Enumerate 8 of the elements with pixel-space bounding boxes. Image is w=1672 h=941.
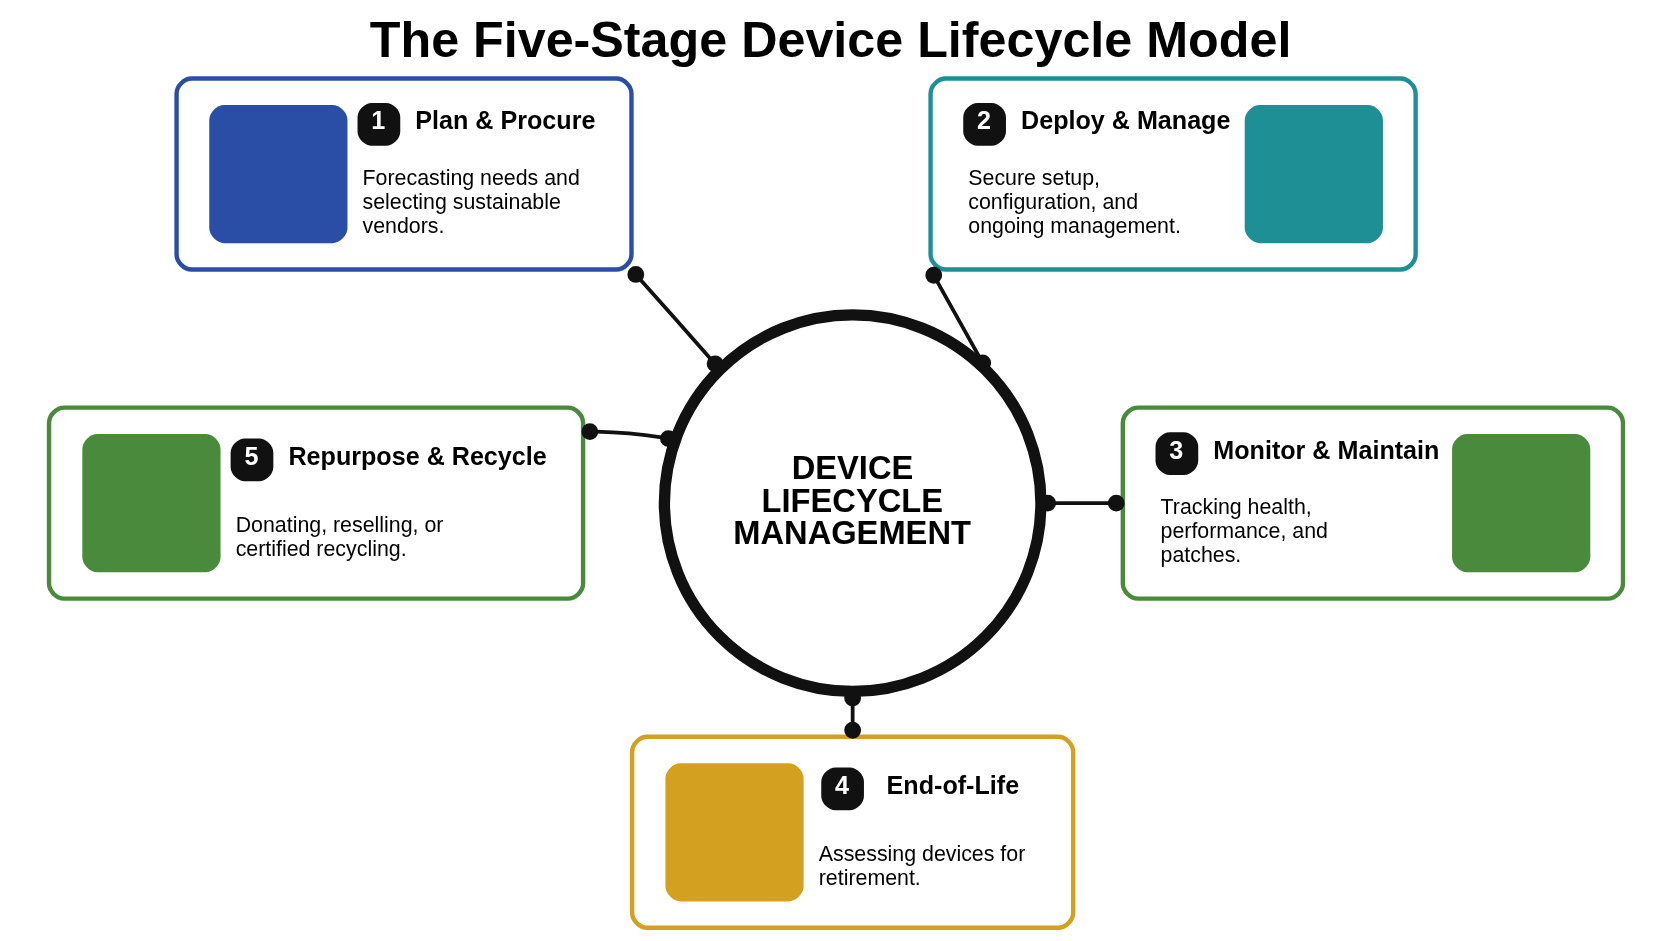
connector bbox=[627, 266, 724, 373]
connector bbox=[925, 266, 992, 372]
diagram-title: The Five-Stage Device Lifecycle Model bbox=[369, 12, 1292, 69]
node-box: 1 Plan & Procure Forecasting needs and selecting sustainable vendors. bbox=[174, 76, 634, 272]
node-box: 4 End-of-Life Assessing devices for retirement. bbox=[629, 734, 1076, 930]
node-box: 3 Monitor & Maintain Tracking health, performance, and patches. bbox=[1120, 405, 1626, 601]
node-box: 2 Deploy & Manage Secure setup, configuration, and ongoing management. bbox=[928, 76, 1418, 272]
node-box: 5 Repurpose & Recycle Donating, reselling, or certified recycling. bbox=[46, 405, 586, 601]
